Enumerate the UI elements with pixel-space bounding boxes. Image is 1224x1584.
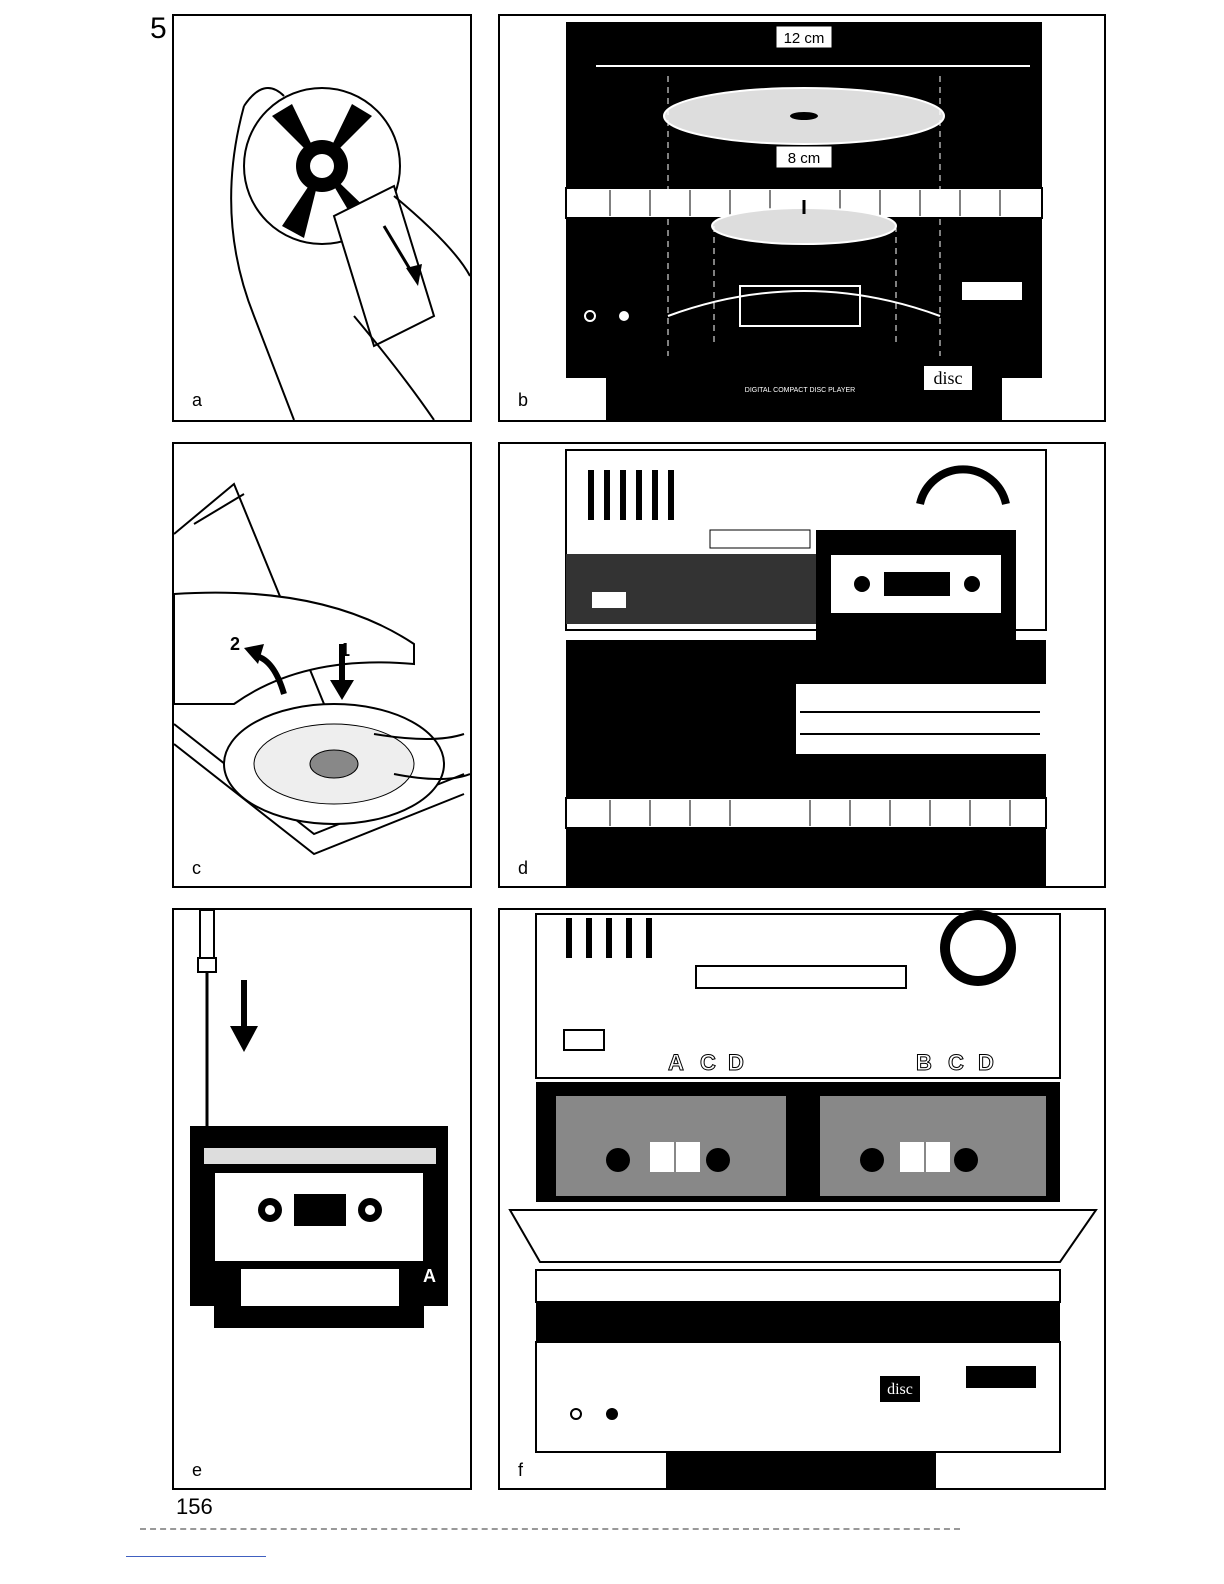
mark-right-2: C [948,1050,964,1075]
scan-noise [140,1528,960,1531]
cassette-side-label: A [423,1266,436,1286]
step-1-label: 1 [340,640,350,660]
figure-panel-d: d [498,442,1106,888]
figure-panel-a: a [172,14,472,422]
panel-label-d: d [518,858,528,879]
cd-player-illustration: 12 cm 8 cm DIGITAL COMPACT DISC PLAYER d… [500,16,1104,420]
double-deck-illustration: A C D B C D disc [500,910,1104,1488]
step-2-label: 2 [230,634,240,654]
disc-case-illustration: 1 2 [174,444,470,886]
mark-right-3: D [978,1050,994,1075]
panel-label-a: a [192,390,202,411]
device-label: DIGITAL COMPACT DISC PLAYER [745,387,855,394]
mark-left-1: A [668,1050,684,1075]
mark-left-2: C [700,1050,716,1075]
panel-label-b: b [518,390,528,411]
disc-size-12cm: 12 cm [784,30,825,47]
mark-left-3: D [728,1050,744,1075]
mark-right-1: B [916,1050,932,1075]
panel-label-e: e [192,1460,202,1481]
figure-panel-e: A e [172,908,472,1490]
disc-logo: disc [934,368,963,388]
figure-panel-f: A C D B C D disc f [498,908,1106,1490]
figure-panel-c: 1 2 c [172,442,472,888]
section-number: 5 [150,12,167,46]
disc-size-8cm: 8 cm [788,150,821,167]
page-number: 156 [176,1494,213,1520]
disc-cleaning-illustration [174,16,470,420]
cassette-tab-illustration: A [174,910,470,1488]
disc-logo-f: disc [887,1381,913,1398]
footer-rule [126,1556,266,1557]
figure-panel-b: 12 cm 8 cm DIGITAL COMPACT DISC PLAYER d… [498,14,1106,422]
panel-label-c: c [192,858,201,879]
cassette-deck-illustration [500,444,1104,886]
panel-label-f: f [518,1460,523,1481]
